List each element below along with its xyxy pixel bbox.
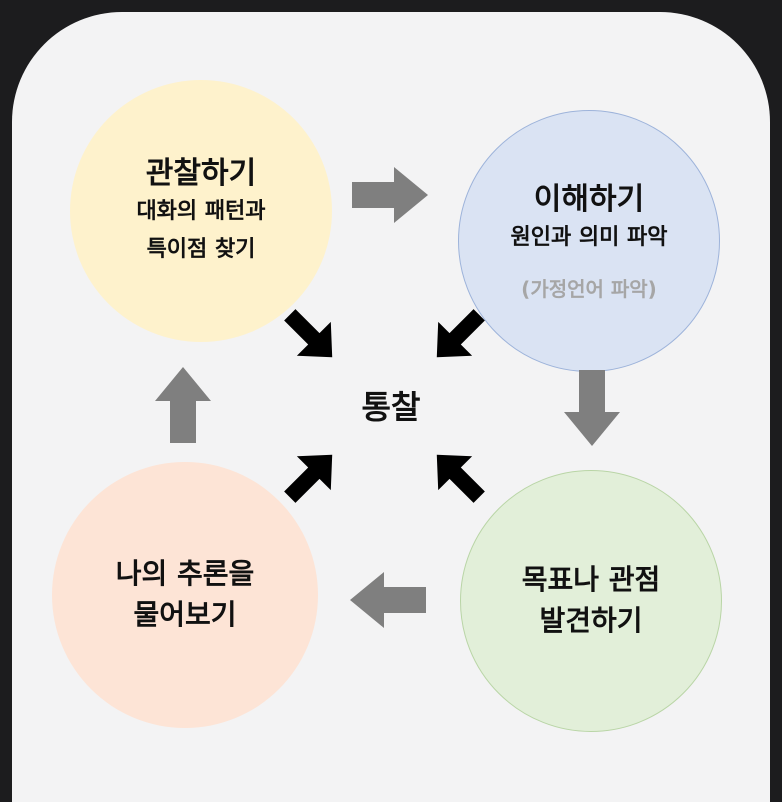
cycle-arrow-down	[564, 370, 620, 446]
node-observe-line2: 특이점 찾기	[146, 236, 256, 262]
node-goal-line2: 발견하기	[539, 604, 643, 637]
insight-arrow-from-observe	[284, 309, 333, 358]
cycle-arrow-right	[352, 167, 428, 223]
node-goal-line1: 목표나 관점	[521, 563, 661, 597]
insight-arrow-from-goal	[436, 454, 485, 503]
cycle-arrow-left	[350, 572, 426, 628]
node-understand-title: 이해하기	[533, 182, 645, 218]
node-understand-note: (가정언어 파악)	[521, 276, 657, 301]
node-understand: 이해하기 원인과 의미 파악 (가정언어 파악)	[458, 110, 720, 372]
node-understand-line1: 원인과 의미 파악	[510, 225, 668, 251]
node-ask: 나의 추론을 물어보기	[52, 462, 318, 728]
insight-arrow-from-ask	[284, 454, 333, 503]
center-insight-label: 통찰	[361, 388, 421, 426]
insight-arrow-from-understand	[436, 309, 485, 358]
node-ask-line2: 물어보기	[133, 598, 237, 631]
node-observe-title: 관찰하기	[145, 156, 257, 192]
node-observe: 관찰하기 대화의 패턴과 특이점 찾기	[70, 80, 332, 342]
node-goal: 목표나 관점 발견하기	[460, 470, 722, 732]
node-observe-line1: 대화의 패턴과	[136, 199, 266, 225]
node-ask-line1: 나의 추론을	[115, 557, 255, 591]
cycle-arrow-up	[155, 367, 211, 443]
